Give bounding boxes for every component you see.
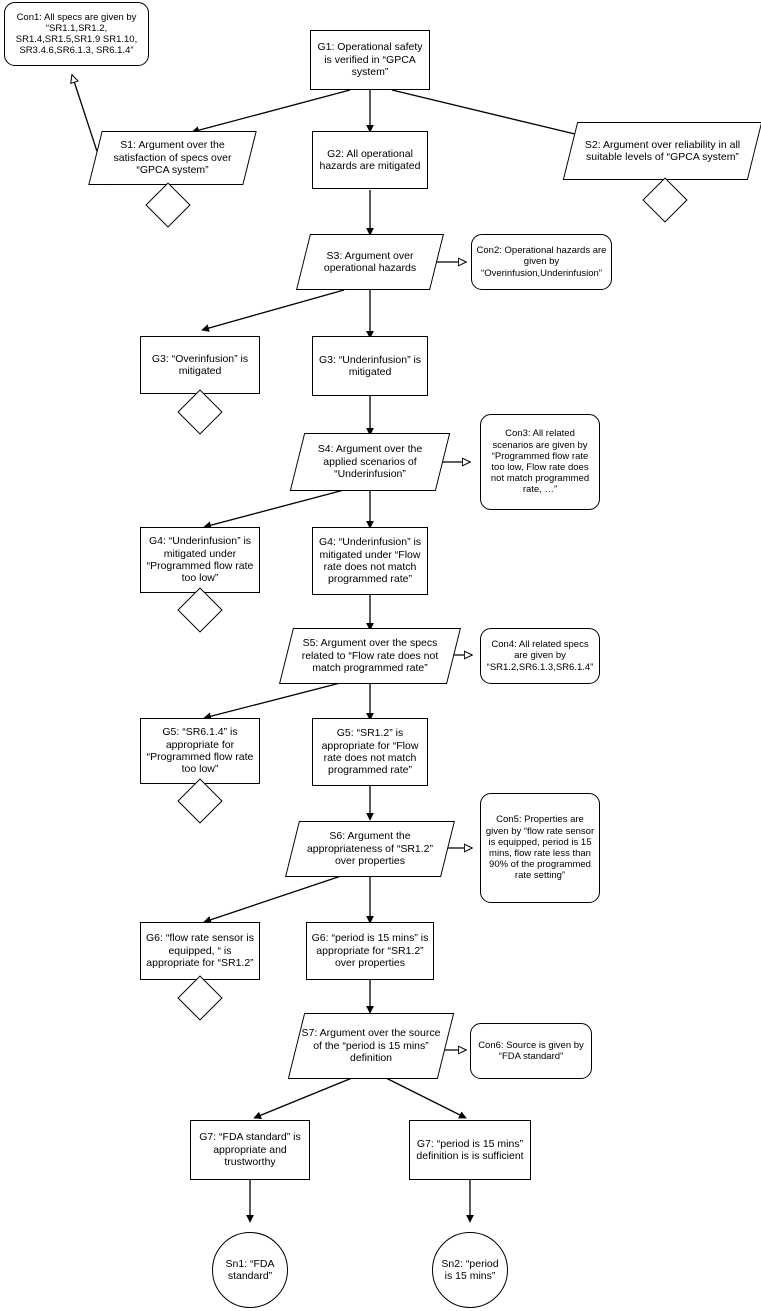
- goal-node-g1[interactable]: G1: Operational safety is verified in “G…: [310, 30, 430, 90]
- strategy-node-s2[interactable]: S2: Argument over reliability in all sui…: [562, 122, 761, 180]
- goal-node-g1-text: G1: Operational safety is verified in “G…: [317, 41, 423, 79]
- context-node-con3-text: Con3: All related scenarios are given by…: [490, 428, 590, 496]
- undeveloped-marker-g6a: [177, 975, 223, 1021]
- solution-node-sn2[interactable]: Sn2: “period is 15 mins”: [432, 1232, 508, 1308]
- strategy-node-s3-text: S3: Argument over operational hazards: [323, 249, 417, 274]
- undeveloped-marker-g5a: [177, 778, 223, 824]
- context-node-con2-text: Con2: Operational hazards are given by “…: [476, 245, 607, 279]
- undeveloped-marker-s1: [145, 182, 191, 228]
- context-node-con5-text: Con5: Properties are given by “flow rate…: [485, 814, 595, 882]
- goal-node-g4-programmed-flow-rate-too-low-text: G4: “Underinfusion” is mitigated under “…: [146, 535, 254, 585]
- goal-node-g7-fda-standard[interactable]: G7: “FDA standard” is appropriate and tr…: [190, 1120, 310, 1180]
- goal-node-g5-sr12-text: G5: “SR1.2” is appropriate for “Flow rat…: [321, 727, 419, 777]
- strategy-node-s4-text: S4: Argument over the applied scenarios …: [317, 443, 423, 481]
- goal-node-g7-period-definition-text: G7: “period is 15 mins” definition is is…: [416, 1137, 524, 1162]
- strategy-node-s1[interactable]: S1: Argument over the satisfaction of sp…: [88, 131, 257, 185]
- context-node-con4[interactable]: Con4: All related specs are given by “SR…: [480, 628, 600, 684]
- strategy-node-s6-text: S6: Argument the appropriateness of “SR1…: [306, 830, 434, 868]
- goal-node-g6-period-15-mins-text: G6: “period is 15 mins” is appropriate f…: [311, 932, 429, 970]
- context-node-con6[interactable]: Con6: Source is given by “FDA standard”: [470, 1023, 592, 1079]
- goal-node-g5-sr614[interactable]: G5: “SR6.1.4” is appropriate for “Progra…: [140, 718, 260, 784]
- goal-node-g7-fda-standard-text: G7: “FDA standard” is appropriate and tr…: [199, 1131, 301, 1169]
- goal-node-g5-sr614-text: G5: “SR6.1.4” is appropriate for “Progra…: [146, 726, 254, 776]
- goal-node-g7-period-definition[interactable]: G7: “period is 15 mins” definition is is…: [409, 1120, 531, 1180]
- strategy-node-s5[interactable]: S5: Argument over the specs related to “…: [279, 628, 461, 684]
- strategy-node-s3[interactable]: S3: Argument over operational hazards: [296, 234, 444, 290]
- goal-node-g2[interactable]: G2: All operational hazards are mitigate…: [312, 131, 428, 189]
- goal-node-g3-overinfusion-text: G3: “Overinfusion” is mitigated: [151, 352, 249, 377]
- goal-node-g6-flow-rate-sensor[interactable]: G6: “flow rate sensor is equipped, “ is …: [140, 922, 260, 980]
- goal-node-g5-sr12[interactable]: G5: “SR1.2” is appropriate for “Flow rat…: [312, 718, 428, 786]
- goal-node-g4-programmed-flow-rate-too-low[interactable]: G4: “Underinfusion” is mitigated under “…: [140, 527, 260, 593]
- solution-node-sn1[interactable]: Sn1: “FDA standard”: [212, 1232, 288, 1308]
- goal-node-g6-period-15-mins[interactable]: G6: “period is 15 mins” is appropriate f…: [306, 922, 434, 980]
- context-node-con5[interactable]: Con5: Properties are given by “flow rate…: [480, 793, 600, 903]
- context-node-con6-text: Con6: Source is given by “FDA standard”: [478, 1039, 584, 1062]
- undeveloped-marker-g3a: [177, 389, 223, 435]
- goal-node-g4-flow-rate-mismatch[interactable]: G4: “Underinfusion” is mitigated under “…: [312, 527, 428, 595]
- strategy-node-s7[interactable]: S7: Argument over the source of the “per…: [287, 1013, 455, 1079]
- context-node-con3[interactable]: Con3: All related scenarios are given by…: [480, 414, 600, 510]
- context-node-con2[interactable]: Con2: Operational hazards are given by “…: [471, 234, 612, 290]
- undeveloped-marker-g4a: [177, 587, 223, 633]
- goal-node-g6-flow-rate-sensor-text: G6: “flow rate sensor is equipped, “ is …: [146, 932, 254, 970]
- strategy-node-s7-text: S7: Argument over the source of the “per…: [301, 1027, 441, 1065]
- solution-node-sn1-text: Sn1: “FDA standard”: [225, 1257, 275, 1282]
- strategy-node-s4[interactable]: S4: Argument over the applied scenarios …: [289, 433, 451, 491]
- undeveloped-marker-s2: [642, 177, 688, 223]
- goal-node-g4-flow-rate-mismatch-text: G4: “Underinfusion” is mitigated under “…: [318, 536, 422, 586]
- strategy-node-s5-text: S5: Argument over the specs related to “…: [301, 637, 439, 675]
- solution-node-sn2-text: Sn2: “period is 15 mins”: [441, 1257, 499, 1282]
- goal-node-g3-underinfusion[interactable]: G3: “Underinfusion” is mitigated: [312, 336, 428, 396]
- strategy-node-s2-text: S2: Argument over reliability in all sui…: [584, 138, 741, 163]
- goal-node-g3-underinfusion-text: G3: “Underinfusion” is mitigated: [318, 353, 422, 378]
- context-node-con1-text: Con1: All specs are given by “SR1.1,SR1.…: [15, 11, 138, 57]
- strategy-node-s1-text: S1: Argument over the satisfaction of sp…: [113, 139, 232, 177]
- goal-node-g2-text: G2: All operational hazards are mitigate…: [319, 147, 421, 172]
- context-node-con4-text: Con4: All related specs are given by “SR…: [486, 639, 594, 673]
- goal-node-g3-overinfusion[interactable]: G3: “Overinfusion” is mitigated: [140, 336, 260, 394]
- context-node-con1[interactable]: Con1: All specs are given by “SR1.1,SR1.…: [4, 2, 149, 66]
- strategy-node-s6[interactable]: S6: Argument the appropriateness of “SR1…: [285, 821, 455, 877]
